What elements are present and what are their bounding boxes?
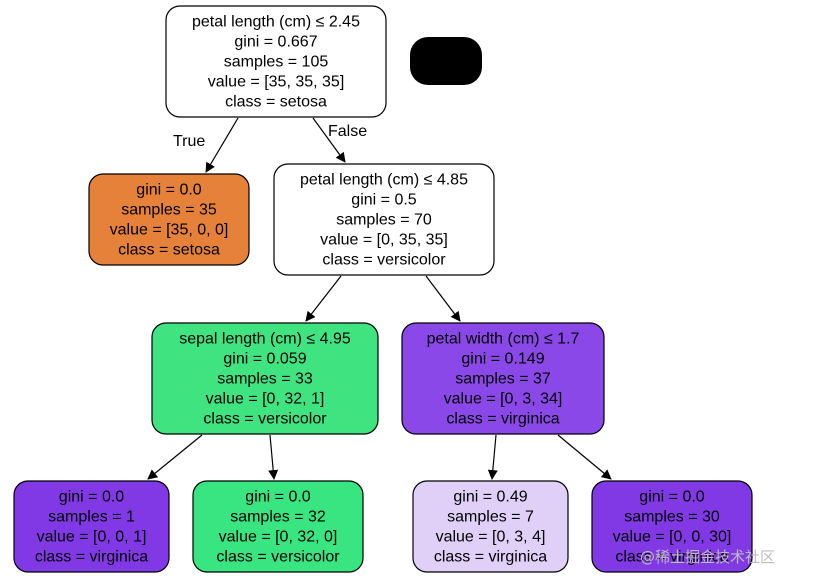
node-line: value = [0, 0, 1]: [37, 529, 147, 546]
node-line: gini = 0.0: [136, 182, 201, 199]
node-line: gini = 0.5: [351, 192, 416, 209]
node-line: class = virginica: [35, 549, 148, 566]
node-line: gini = 0.0: [639, 489, 704, 506]
node-line: petal length (cm) ≤ 2.45: [192, 14, 360, 31]
tree-node-n5: gini = 0.0 samples = 1 value = [0, 0, 1] cl…: [13, 480, 170, 573]
edge-n2-n4: [425, 275, 461, 322]
edge-label-false: False: [328, 123, 367, 140]
tree-node-n0: petal length (cm) ≤ 2.45 gini = 0.667 samp…: [165, 5, 387, 118]
node-line: samples = 35: [121, 202, 217, 219]
tree-node-n4: petal width (cm) ≤ 1.7 gini = 0.149 sample…: [401, 322, 605, 435]
tree-node-n2: petal length (cm) ≤ 4.85 gini = 0.5 sample…: [273, 163, 495, 276]
node-box: [412, 480, 569, 573]
node-line: class = versicolor: [203, 411, 327, 428]
node-line: class = setosa: [118, 242, 220, 259]
tree-node-n3: sepal length (cm) ≤ 4.95 gini = 0.059 samp…: [151, 322, 379, 435]
node-line: gini = 0.0: [245, 489, 310, 506]
node-line: value = [0, 32, 1]: [206, 391, 325, 408]
node-line: gini = 0.0: [59, 489, 124, 506]
node-line: samples = 32: [230, 509, 326, 526]
node-line: gini = 0.667: [234, 34, 317, 51]
node-box: [165, 5, 387, 118]
node-line: value = [35, 35, 35]: [208, 74, 345, 91]
nodes-layer: petal length (cm) ≤ 2.45 gini = 0.667 samp…: [13, 5, 753, 573]
node-line: samples = 37: [455, 371, 551, 388]
tree-node-n8: gini = 0.0 samples = 30 value = [0, 0, 30]…: [591, 480, 753, 573]
node-box: [273, 163, 495, 276]
edges-layer: [147, 117, 612, 480]
tree-node-n7: gini = 0.49 samples = 7 value = [0, 3, 4] c…: [412, 480, 569, 573]
node-line: class = setosa: [225, 94, 327, 111]
tree-node-n1: gini = 0.0 samples = 35 value = [35, 0, 0]…: [88, 173, 250, 266]
watermark-text: @稀土掘金技术社区: [640, 548, 775, 566]
node-line: petal length (cm) ≤ 4.85: [300, 172, 468, 189]
edge-label-true: True: [173, 133, 205, 150]
node-line: samples = 1: [48, 509, 135, 526]
node-box: [401, 322, 605, 435]
node-line: class = virginica: [615, 549, 728, 566]
edge-n3-n6: [268, 434, 279, 480]
node-line: value = [35, 0, 0]: [110, 222, 229, 239]
node-line: value = [0, 3, 34]: [444, 391, 563, 408]
node-line: gini = 0.149: [461, 351, 544, 368]
node-box: [591, 480, 753, 573]
node-box: [151, 322, 379, 435]
node-line: samples = 7: [447, 509, 534, 526]
node-line: value = [0, 0, 30]: [613, 529, 732, 546]
node-line: samples = 33: [217, 371, 313, 388]
node-line: class = virginica: [446, 411, 559, 428]
edge-n0-n1: [205, 117, 239, 173]
node-line: samples = 30: [624, 509, 720, 526]
node-line: value = [0, 35, 35]: [320, 232, 448, 249]
tree-node-n6: gini = 0.0 samples = 32 value = [0, 32, 0]…: [192, 480, 364, 573]
node-box: [192, 480, 364, 573]
node-line: gini = 0.49: [453, 489, 527, 506]
node-line: petal width (cm) ≤ 1.7: [427, 331, 580, 348]
node-line: samples = 70: [336, 212, 432, 229]
node-line: value = [0, 32, 0]: [219, 529, 338, 546]
node-box: [13, 480, 170, 573]
node-line: sepal length (cm) ≤ 4.95: [179, 331, 351, 348]
node-line: class = virginica: [434, 549, 547, 566]
edge-n4-n8: [557, 434, 612, 480]
node-box: [88, 173, 250, 266]
edge-n4-n7: [487, 434, 498, 480]
edge-n0-n2: [312, 117, 346, 163]
black-badge: [410, 37, 482, 85]
edge-n2-n3: [305, 275, 342, 322]
node-line: gini = 0.059: [223, 351, 306, 368]
node-line: samples = 105: [224, 54, 329, 71]
node-line: class = versicolor: [322, 252, 446, 269]
node-line: class = versicolor: [216, 549, 340, 566]
edge-n3-n5: [147, 434, 203, 480]
node-line: value = [0, 3, 4]: [436, 529, 546, 546]
